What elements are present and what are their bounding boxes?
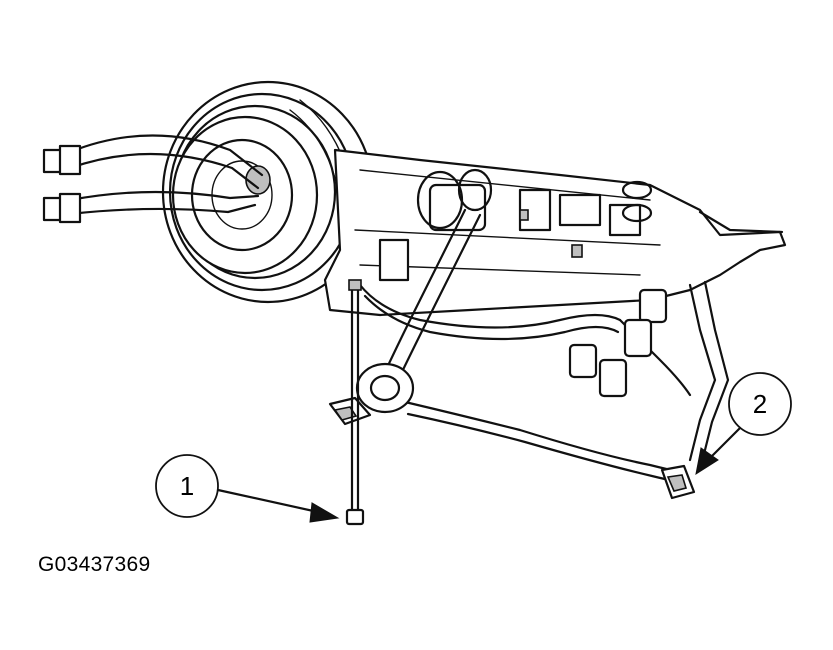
wiring-harness	[358, 208, 730, 484]
harness-side-connectors	[568, 288, 668, 398]
harness-connector	[660, 464, 696, 500]
compressor-body	[323, 148, 787, 317]
harness-clip-bracket	[328, 362, 415, 426]
compressor-mounting-bolt	[345, 279, 365, 526]
callout-1: 1	[155, 454, 340, 523]
left-hoses	[42, 134, 264, 224]
callout-2: 2	[695, 372, 792, 476]
callout-1-number: 1	[180, 471, 194, 501]
compressor-clutch-pulley	[161, 80, 375, 304]
callout-2-number: 2	[753, 389, 767, 419]
callout-1-arrowhead	[309, 502, 340, 523]
callout-2-arrowhead	[695, 447, 719, 476]
figure-id-label: G03437369	[38, 553, 151, 576]
